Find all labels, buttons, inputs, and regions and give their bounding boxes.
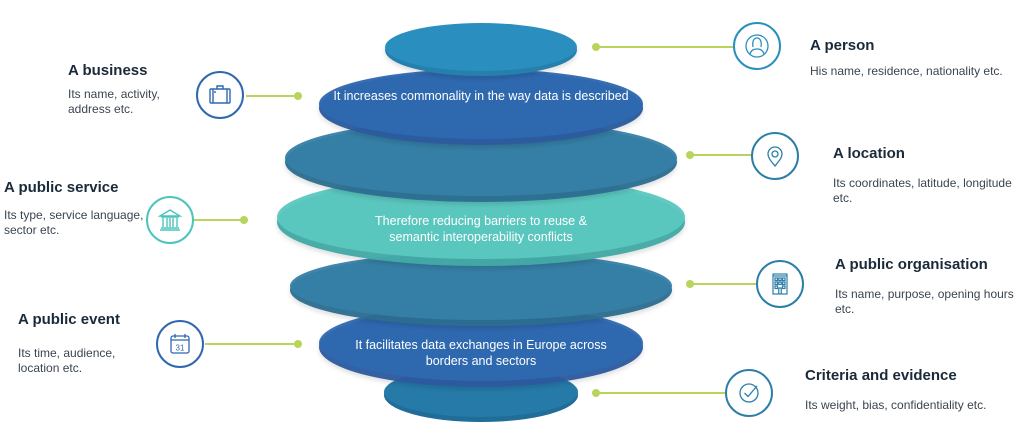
disc-steel-lower bbox=[290, 252, 672, 326]
disc-commonality bbox=[319, 69, 643, 145]
connector-dot bbox=[294, 92, 302, 100]
center-message-bottom: It facilitates data exchanges in Europe … bbox=[355, 338, 607, 368]
center-message-middle: Therefore reducing barriers to reuse & s… bbox=[375, 214, 587, 244]
entity-description: His name, residence, nationality etc. bbox=[810, 64, 1003, 78]
entity-title: A public organisation bbox=[835, 256, 988, 273]
entity-description: Its weight, bias, confidentiality etc. bbox=[805, 398, 987, 412]
map-pin-icon bbox=[751, 132, 799, 180]
entity-criteria-evidence: Criteria and evidence Its weight, bias, … bbox=[805, 367, 1005, 413]
connector-line bbox=[596, 392, 726, 394]
calendar-icon-day: 31 bbox=[176, 344, 185, 353]
entity-description: Its name, activity, address etc. bbox=[68, 87, 160, 116]
connector-line bbox=[246, 95, 298, 97]
entity-description: Its name, purpose, opening hours etc. bbox=[835, 287, 1014, 316]
entity-title: Criteria and evidence bbox=[805, 367, 957, 384]
connector-line bbox=[205, 343, 299, 345]
connector-line bbox=[690, 283, 758, 285]
entity-description: Its coordinates, latitude, longitude etc… bbox=[833, 176, 1012, 205]
connector-dot bbox=[686, 151, 694, 159]
entity-public-service: A public service Its type, service langu… bbox=[4, 179, 144, 237]
connector-dot bbox=[294, 340, 302, 348]
entity-public-organisation: A public organisation Its name, purpose,… bbox=[835, 256, 1015, 316]
entity-business: A business Its name, activity, address e… bbox=[68, 62, 188, 116]
entity-location: A location Its coordinates, latitude, lo… bbox=[833, 145, 1013, 205]
disc-facilitates bbox=[319, 305, 643, 387]
connector-line bbox=[690, 154, 752, 156]
disc-steel-upper bbox=[285, 120, 677, 202]
entity-title: A location bbox=[833, 145, 905, 162]
checkmark-icon bbox=[725, 369, 773, 417]
entity-public-event: A public event Its time, audience, locat… bbox=[18, 311, 128, 375]
connector-dot bbox=[592, 389, 600, 397]
connector-dot bbox=[592, 43, 600, 51]
briefcase-icon bbox=[196, 71, 244, 119]
office-building-icon bbox=[756, 260, 804, 308]
entity-title: A business bbox=[68, 62, 148, 79]
entity-title: A public event bbox=[18, 311, 120, 328]
connector-line bbox=[194, 219, 244, 221]
person-icon bbox=[733, 22, 781, 70]
government-building-icon bbox=[146, 196, 194, 244]
entity-description: Its time, audience, location etc. bbox=[18, 346, 116, 375]
entity-title: A public service bbox=[4, 179, 119, 196]
calendar-icon: 31 bbox=[156, 320, 204, 368]
disc-top bbox=[385, 23, 577, 76]
connector-line bbox=[596, 46, 734, 48]
entity-person: A person His name, residence, nationalit… bbox=[810, 37, 1024, 79]
connector-dot bbox=[686, 280, 694, 288]
entity-title: A person bbox=[810, 37, 875, 54]
connector-dot bbox=[240, 216, 248, 224]
center-message-top: It increases commonality in the way data… bbox=[333, 89, 629, 103]
entity-description: Its type, service language, sector etc. bbox=[4, 208, 144, 237]
